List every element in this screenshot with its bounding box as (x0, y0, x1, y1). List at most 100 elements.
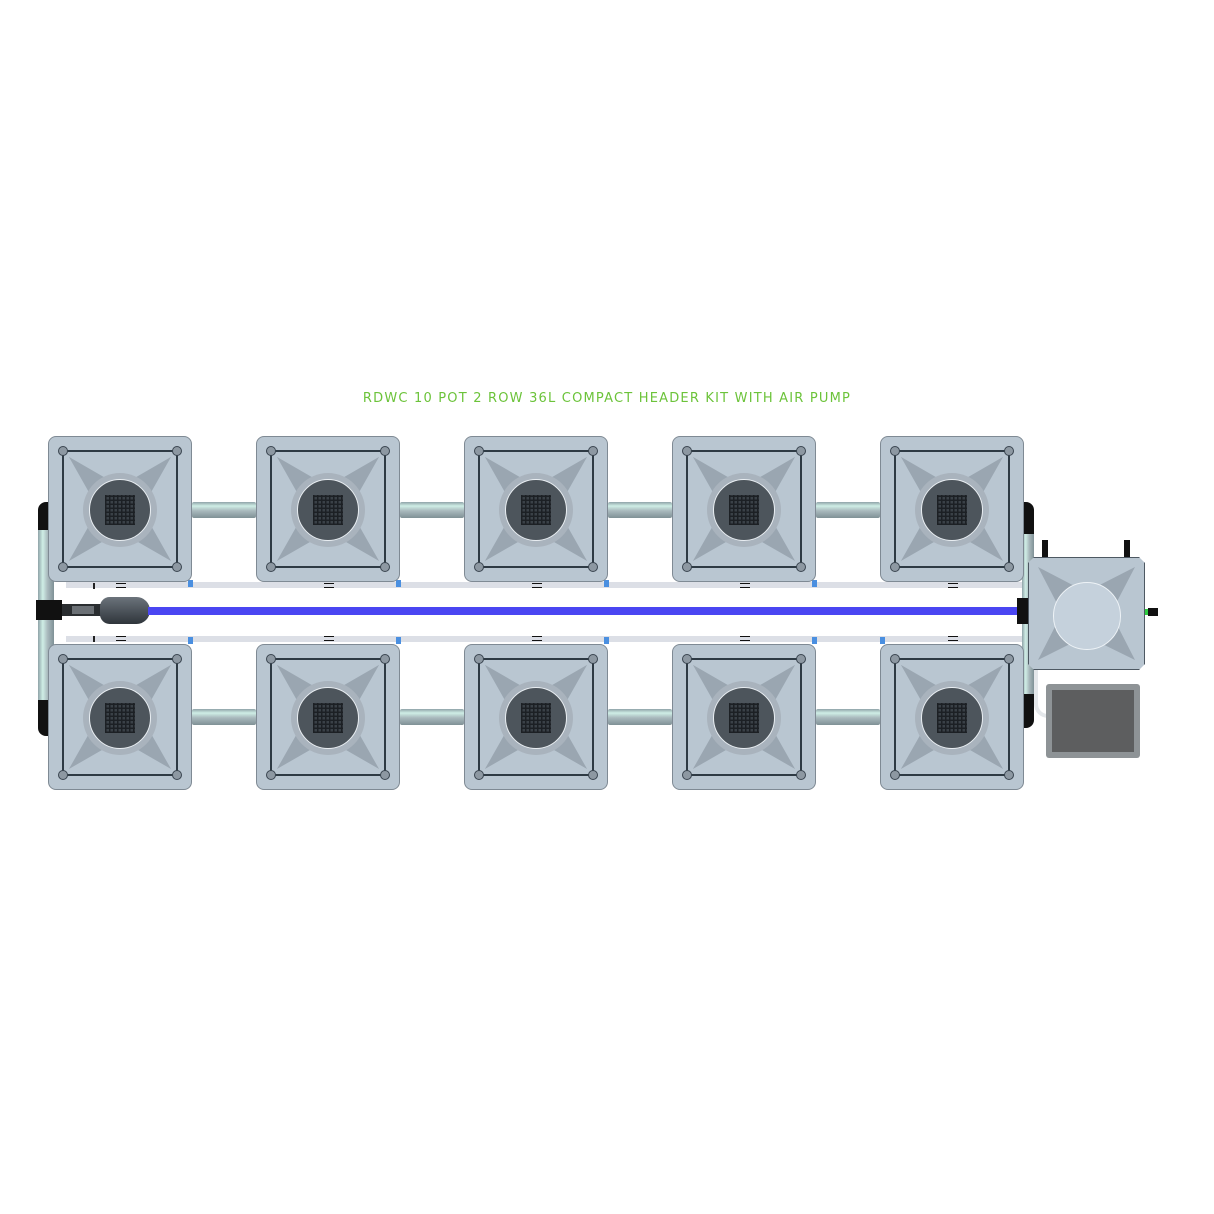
rail-mark (116, 636, 126, 641)
air-pump[interactable] (1046, 684, 1140, 758)
rail-mark (740, 636, 750, 641)
air-tube (1034, 668, 1052, 718)
pot-frame (686, 658, 802, 776)
clip (880, 637, 885, 644)
pot-frame (270, 450, 386, 568)
corner-icon (266, 562, 276, 572)
right-elbow-bottom (1024, 694, 1034, 728)
corner-icon (890, 654, 900, 664)
pipe-bottom-4 (816, 709, 880, 725)
corner-icon (58, 654, 68, 664)
clip (812, 637, 817, 644)
net-pot-grid-icon (729, 703, 759, 733)
pot-frame (62, 450, 178, 568)
tank-outlet-green (1145, 609, 1148, 615)
corner-icon (682, 562, 692, 572)
corner-icon (380, 562, 390, 572)
pot-8[interactable] (464, 644, 608, 790)
corner-icon (58, 770, 68, 780)
pot-9[interactable] (672, 644, 816, 790)
pot-frame (62, 658, 178, 776)
pot-6[interactable] (48, 644, 192, 790)
left-tee-fitting (36, 600, 62, 620)
corner-icon (890, 562, 900, 572)
clip (396, 580, 401, 587)
pot-frame (478, 450, 594, 568)
header-tank[interactable] (1028, 557, 1145, 670)
diagram-title: RDWC 10 POT 2 ROW 36L COMPACT HEADER KIT… (362, 391, 852, 406)
pot-frame (894, 450, 1010, 568)
left-elbow-bottom (38, 700, 50, 736)
corner-icon (474, 770, 484, 780)
tank-outlet-fitting (1148, 608, 1158, 616)
rail-mark (740, 583, 750, 588)
net-pot-grid-icon (105, 703, 135, 733)
pot-lid (921, 479, 983, 541)
net-pot-grid-icon (521, 495, 551, 525)
pot-frame (270, 658, 386, 776)
clip (812, 580, 817, 587)
corner-icon (474, 562, 484, 572)
rail-mark (532, 583, 542, 588)
pot-frame (478, 658, 594, 776)
corner-icon (588, 446, 598, 456)
corner-icon (682, 654, 692, 664)
corner-icon (172, 446, 182, 456)
corner-icon (380, 770, 390, 780)
corner-icon (474, 654, 484, 664)
clip (396, 637, 401, 644)
corner-icon (58, 562, 68, 572)
corner-icon (380, 654, 390, 664)
rail-mark (948, 583, 958, 588)
right-tee-fitting (1017, 598, 1029, 624)
pipe-top-1 (192, 502, 256, 518)
corner-icon (890, 446, 900, 456)
corner-icon (1004, 770, 1014, 780)
corner-icon (796, 654, 806, 664)
tank-post-right (1124, 540, 1130, 558)
clip (188, 637, 193, 644)
net-pot-grid-icon (729, 495, 759, 525)
pot-5[interactable] (880, 436, 1024, 582)
pipe-top-2 (400, 502, 464, 518)
pot-frame (894, 658, 1010, 776)
pot-frame (686, 450, 802, 568)
corner-icon (796, 446, 806, 456)
bottom-rail (66, 636, 1028, 642)
corner-icon (172, 770, 182, 780)
inlet-connector-sleeve (72, 606, 94, 614)
corner-icon (588, 770, 598, 780)
pipe-bottom-3 (608, 709, 672, 725)
corner-icon (682, 770, 692, 780)
rail-mark (116, 583, 126, 588)
pipe-top-3 (608, 502, 672, 518)
pipe-bottom-2 (400, 709, 464, 725)
pot-3[interactable] (464, 436, 608, 582)
corner-icon (796, 562, 806, 572)
corner-icon (588, 562, 598, 572)
pump-inlet-icon (100, 597, 150, 624)
clip (604, 637, 609, 644)
pot-1[interactable] (48, 436, 192, 582)
corner-icon (172, 562, 182, 572)
corner-icon (588, 654, 598, 664)
tank-post-left (1042, 540, 1048, 558)
net-pot-grid-icon (105, 495, 135, 525)
tank-lid (1053, 582, 1121, 650)
corner-icon (266, 654, 276, 664)
rail-tick (93, 636, 95, 642)
clip (604, 580, 609, 587)
corner-icon (266, 770, 276, 780)
pipe-top-4 (816, 502, 880, 518)
pot-7[interactable] (256, 644, 400, 790)
pot-10[interactable] (880, 644, 1024, 790)
corner-icon (58, 446, 68, 456)
pot-4[interactable] (672, 436, 816, 582)
rail-tick (93, 583, 95, 589)
corner-icon (474, 446, 484, 456)
rail-mark (324, 636, 334, 641)
rail-mark (948, 636, 958, 641)
corner-icon (1004, 654, 1014, 664)
pot-2[interactable] (256, 436, 400, 582)
corner-icon (1004, 446, 1014, 456)
